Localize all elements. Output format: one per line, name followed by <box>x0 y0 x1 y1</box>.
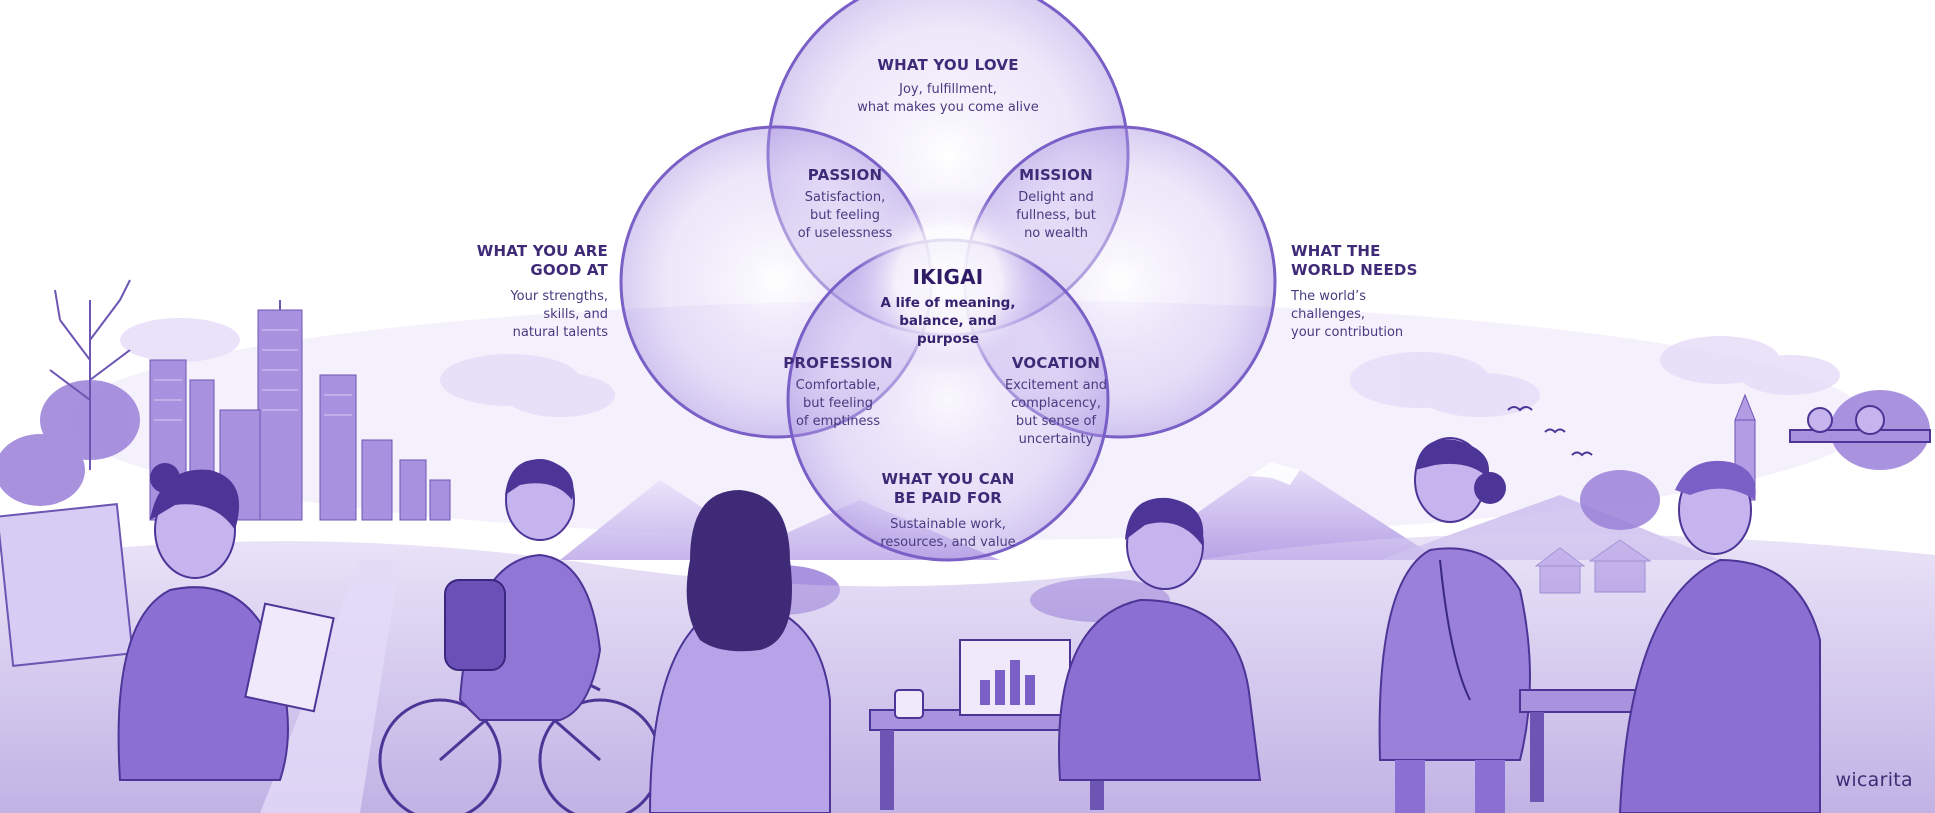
tree <box>49 279 131 470</box>
birds <box>1507 406 1593 457</box>
mission-desc: Delight and fullness, but no wealth <box>1016 190 1096 241</box>
city-skyline <box>149 300 451 521</box>
ikigai-core-glow <box>853 185 1043 375</box>
label-vocation: VOCATION Excitement and complacency, but… <box>976 354 1136 449</box>
person-cyclist <box>378 459 662 813</box>
label-what-you-can-be-paid-for: WHAT YOU CAN BE PAID FOR Sustainable wor… <box>833 470 1063 552</box>
person-center <box>648 490 831 813</box>
what-you-love-desc: Joy, fulfillment, what makes you come al… <box>857 82 1039 115</box>
vocation-title: VOCATION <box>1011 354 1101 372</box>
brand-watermark: wicarita <box>1835 769 1913 791</box>
world-needs-title: WHAT THE WORLD NEEDS <box>1291 242 1418 279</box>
path-road <box>260 560 400 813</box>
person-craftsman <box>1519 405 1931 813</box>
label-what-you-love: WHAT YOU LOVE Joy, fulfillment, what mak… <box>828 56 1068 117</box>
label-profession: PROFESSION Comfortable, but feeling of e… <box>758 354 918 431</box>
paid-for-desc: Sustainable work, resources, and value <box>880 517 1016 550</box>
ikigai-title: IKIGAI <box>912 265 984 289</box>
label-what-the-world-needs: WHAT THE WORLD NEEDS The world’s challen… <box>1291 242 1501 342</box>
city-windows <box>154 329 352 421</box>
good-at-title: WHAT YOU ARE GOOD AT <box>476 242 608 279</box>
passion-title: PASSION <box>807 166 883 184</box>
passion-desc: Satisfaction, but feeling of uselessness <box>797 190 893 241</box>
what-you-love-title: WHAT YOU LOVE <box>877 56 1019 74</box>
profession-title: PROFESSION <box>783 354 893 372</box>
vocation-desc: Excitement and complacency, but sense of… <box>1004 378 1108 447</box>
person-laptop <box>869 497 1262 810</box>
person-artist <box>0 463 335 781</box>
label-passion: PASSION Satisfaction, but feeling of use… <box>765 166 925 243</box>
profession-desc: Comfortable, but feeling of emptiness <box>795 378 881 429</box>
label-ikigai-center: IKIGAI A life of meaning, balance, and p… <box>868 264 1028 348</box>
person-nurse <box>1378 437 1531 813</box>
mission-title: MISSION <box>1019 166 1093 184</box>
ikigai-desc: A life of meaning, balance, and purpose <box>880 295 1016 347</box>
clouds <box>120 318 1840 417</box>
world-needs-desc: The world’s challenges, your contributio… <box>1291 289 1404 340</box>
paid-for-title: WHAT YOU CAN BE PAID FOR <box>881 470 1015 507</box>
venn-diagram <box>619 0 1277 562</box>
label-mission: MISSION Delight and fullness, but no wea… <box>976 166 1136 243</box>
label-what-you-are-good-at: WHAT YOU ARE GOOD AT Your strengths, ski… <box>400 242 608 342</box>
good-at-desc: Your strengths, skills, and natural tale… <box>510 289 608 340</box>
